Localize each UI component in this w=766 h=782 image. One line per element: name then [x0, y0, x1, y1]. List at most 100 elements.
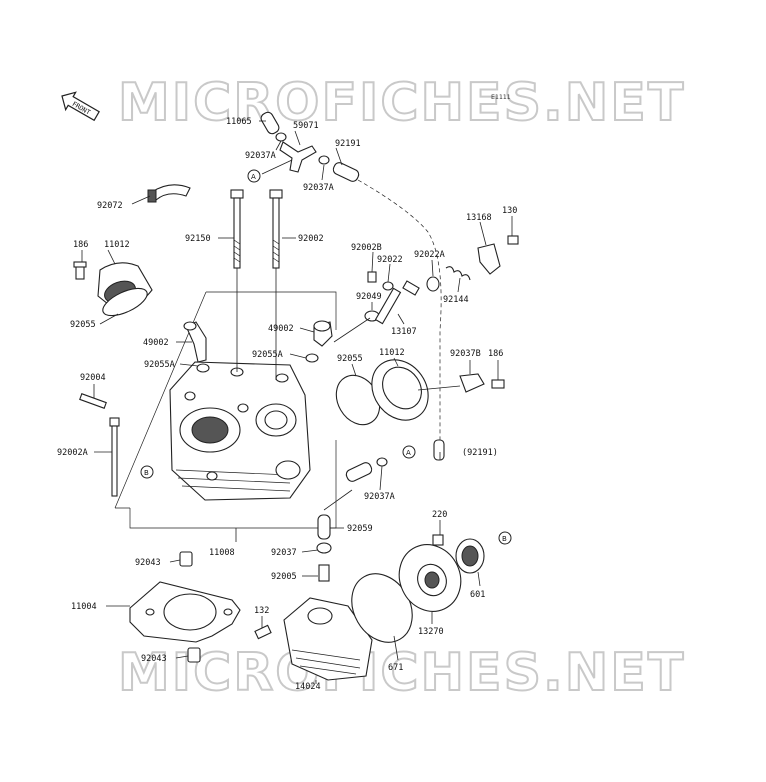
fitting-92005 [318, 564, 330, 582]
bolt-92002a [109, 417, 120, 497]
bolt-220 [432, 534, 444, 546]
label-92191-top: 92191 [335, 139, 361, 149]
tube-92191 [433, 439, 445, 461]
o-ring-92055a-left [196, 363, 210, 373]
bolt-132 [254, 624, 272, 640]
nipple-49002-right [313, 320, 333, 347]
cylinder-head-11008 [169, 361, 311, 501]
label-92004: 92004 [80, 373, 106, 383]
screw-130 [507, 235, 519, 245]
front-arrow-icon: FRONT [61, 91, 100, 122]
ref-b-left: B [140, 465, 154, 479]
hose-clamp-92072 [147, 184, 191, 203]
label-92022a: 92022A [414, 250, 445, 260]
label-49002-left: 49002 [143, 338, 169, 348]
label-92191-paren: (92191) [462, 448, 498, 458]
ref-a-mid: A [402, 445, 416, 459]
intake-pipe-11012 [97, 262, 153, 317]
stud-bolt-92150 [230, 189, 244, 269]
watermark-top: MICROFICHES.NET [118, 73, 685, 133]
bolt-186-left [73, 261, 87, 280]
clamp-92037a-lower [376, 457, 388, 467]
label-92059: 92059 [347, 524, 373, 534]
label-11065: 11065 [226, 117, 252, 127]
label-92022: 92022 [377, 255, 403, 265]
label-92037: 92037 [271, 548, 297, 558]
clamp-92037a-top [275, 132, 287, 142]
label-92049: 92049 [356, 292, 382, 302]
label-92002: 92002 [298, 234, 324, 244]
bearing-601 [455, 538, 485, 574]
cover-13270 [398, 544, 462, 612]
label-92002b: 92002B [351, 243, 382, 253]
svg-text:B: B [144, 469, 149, 477]
stud-bolt-92002 [269, 189, 283, 269]
breather-tube-11065 [260, 111, 280, 135]
label-92144: 92144 [443, 295, 469, 305]
ref-a-top: A [247, 169, 261, 183]
label-92043-top: 92043 [135, 558, 161, 568]
watermark-bottom: MICROFICHES.NET [118, 643, 685, 703]
stud-92004 [79, 393, 107, 409]
label-11012-left: 11012 [104, 240, 130, 250]
label-186-right: 186 [488, 349, 503, 359]
svg-text:A: A [406, 449, 411, 457]
head-cover-14024 [283, 597, 373, 681]
clamp-92037a-mid [318, 155, 330, 165]
bracket-13168 [477, 243, 501, 275]
o-ring-92055a-right [305, 353, 319, 363]
label-14024: 14024 [295, 682, 321, 692]
leader-lines [81, 120, 513, 684]
head-gasket-11004 [129, 581, 241, 643]
label-92055-right: 92055 [337, 354, 363, 364]
washer-92022a [426, 276, 440, 292]
label-92002a: 92002A [57, 448, 88, 458]
label-92055-left: 92055 [70, 320, 96, 330]
label-92037a-3: 92037A [364, 492, 395, 502]
label-220: 220 [432, 510, 447, 520]
label-13270: 13270 [418, 627, 444, 637]
tube-92059 [317, 514, 331, 540]
tube-92059-upper [345, 462, 373, 482]
clamp-92037 [316, 542, 332, 554]
figure-code: E1111 [491, 93, 511, 101]
bolt-186-right [491, 379, 505, 389]
spring-92144 [445, 266, 471, 281]
label-92072: 92072 [97, 201, 123, 211]
label-671: 671 [388, 663, 403, 673]
label-92043-bottom: 92043 [141, 654, 167, 664]
label-92037a-2: 92037A [303, 183, 334, 193]
bracket-92037b [459, 373, 485, 393]
dowel-92043-bottom [187, 647, 201, 663]
label-92005: 92005 [271, 572, 297, 582]
dowel-92043-top [179, 551, 193, 567]
label-13107: 13107 [391, 327, 417, 337]
bolt-92002b [367, 271, 377, 283]
label-601: 601 [470, 590, 485, 600]
label-186-left: 186 [73, 240, 88, 250]
svg-text:A: A [251, 173, 256, 181]
label-92150: 92150 [185, 234, 211, 244]
label-92055a-left: 92055A [144, 360, 175, 370]
nipple-49002-left [183, 321, 207, 363]
label-92055a-right: 92055A [252, 350, 283, 360]
label-13168: 13168 [466, 213, 492, 223]
ref-b-right: B [498, 531, 512, 545]
washer-92022 [382, 281, 394, 291]
label-11008: 11008 [209, 548, 235, 558]
label-92037a-1: 92037A [245, 151, 276, 161]
label-130: 130 [502, 206, 517, 216]
label-59071: 59071 [293, 121, 319, 131]
label-11004: 11004 [71, 602, 97, 612]
part-number-labels: 11065 59071 92037A 92191 92037A 92072 92… [57, 117, 517, 692]
label-132: 132 [254, 606, 269, 616]
shaft-13107 [374, 280, 420, 325]
tube-92191-top [332, 162, 360, 182]
cover-11012-right [371, 359, 429, 421]
label-49002-right: 49002 [268, 324, 294, 334]
svg-text:B: B [502, 535, 507, 543]
label-92037b: 92037B [450, 349, 481, 359]
label-11012-right: 11012 [379, 348, 405, 358]
